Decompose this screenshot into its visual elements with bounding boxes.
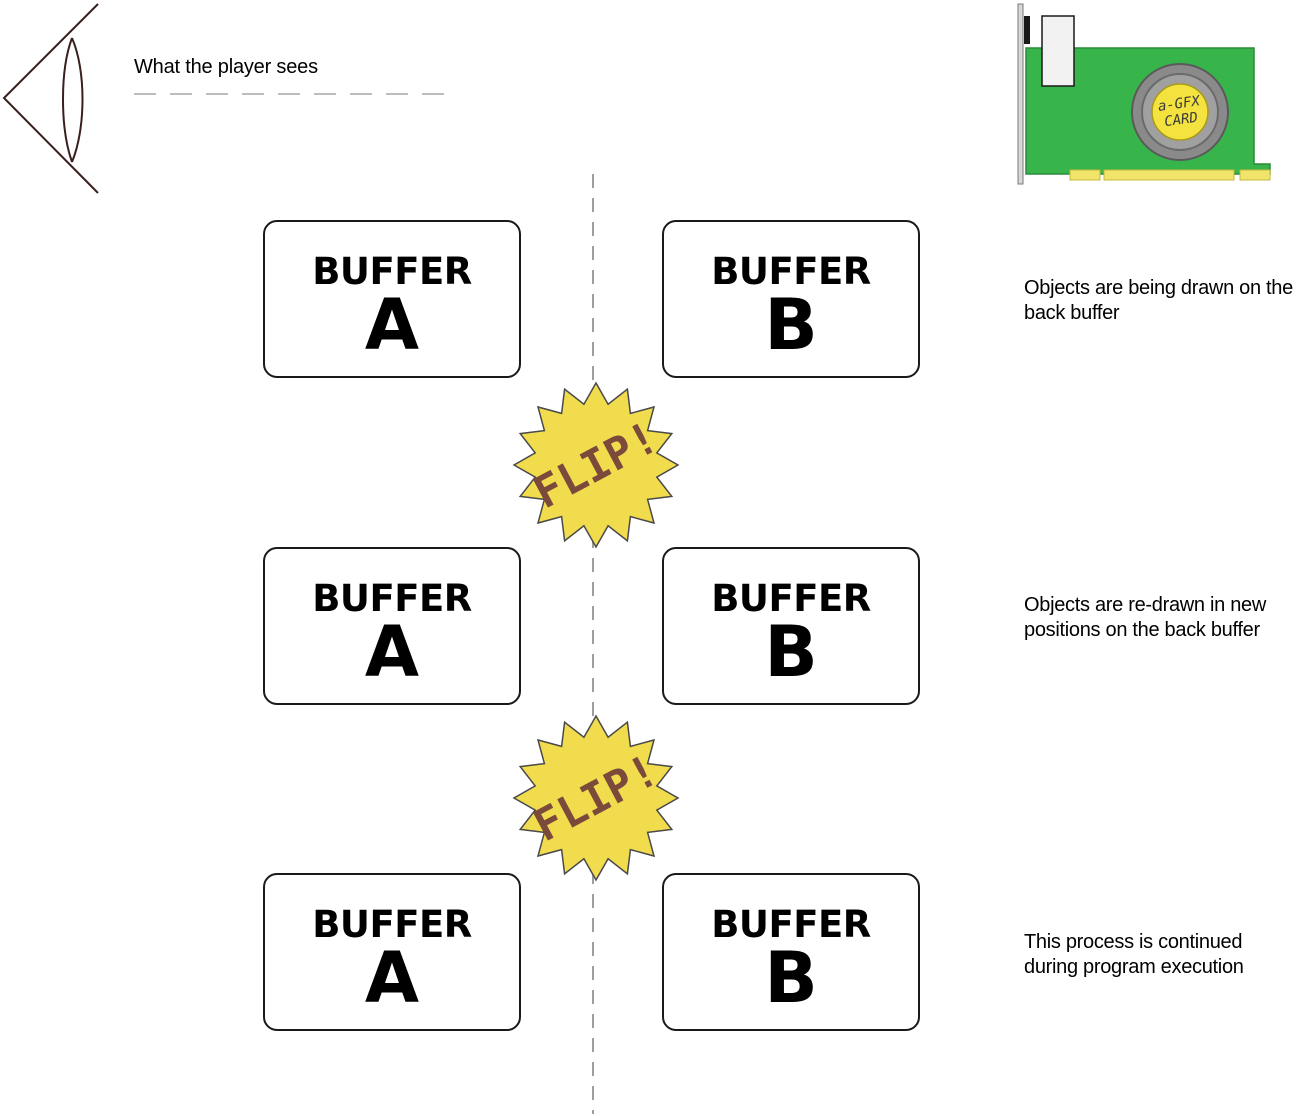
viewer-dashed-line	[134, 93, 456, 95]
buffer-a-row-3: BUFFER A	[263, 873, 521, 1031]
buffer-letter: A	[364, 284, 420, 366]
buffer-letter: B	[764, 937, 818, 1019]
buffer-a-row-1: BUFFER A	[263, 220, 521, 378]
step-description-2: Objects are re-drawn in new positions on…	[1024, 594, 1267, 641]
buffer-word: BUFFER	[312, 903, 472, 946]
buffer-word: BUFFER	[711, 250, 871, 293]
buffer-word: BUFFER	[711, 577, 871, 620]
buffer-word: BUFFER	[312, 577, 472, 620]
buffer-word: BUFFER	[312, 250, 472, 293]
eye-icon	[2, 3, 99, 194]
buffer-letter: B	[764, 284, 818, 366]
center-divider	[592, 174, 594, 1114]
buffer-b-row-3: BUFFER B	[662, 873, 920, 1031]
step-description-1: Objects are being drawn on the back buff…	[1024, 277, 1293, 324]
buffer-word: BUFFER	[711, 903, 871, 946]
gfx-card-label-line1: a-GFX	[1157, 93, 1203, 115]
buffer-a-row-2: BUFFER A	[263, 547, 521, 705]
flip-burst-2: FLIP!	[512, 714, 680, 882]
buffer-letter: A	[364, 937, 420, 1019]
graphics-card-icon: a-GFX CARD	[1017, 3, 1271, 185]
viewer-label: What the player sees	[134, 56, 318, 78]
step-description-3: This process is continued during program…	[1024, 931, 1244, 978]
buffer-b-row-2: BUFFER B	[662, 547, 920, 705]
gfx-card-label-line2: CARD	[1163, 110, 1199, 131]
buffer-letter: B	[764, 611, 818, 693]
flip-burst-1: FLIP!	[512, 381, 680, 549]
buffer-letter: A	[364, 611, 420, 693]
buffer-b-row-1: BUFFER B	[662, 220, 920, 378]
